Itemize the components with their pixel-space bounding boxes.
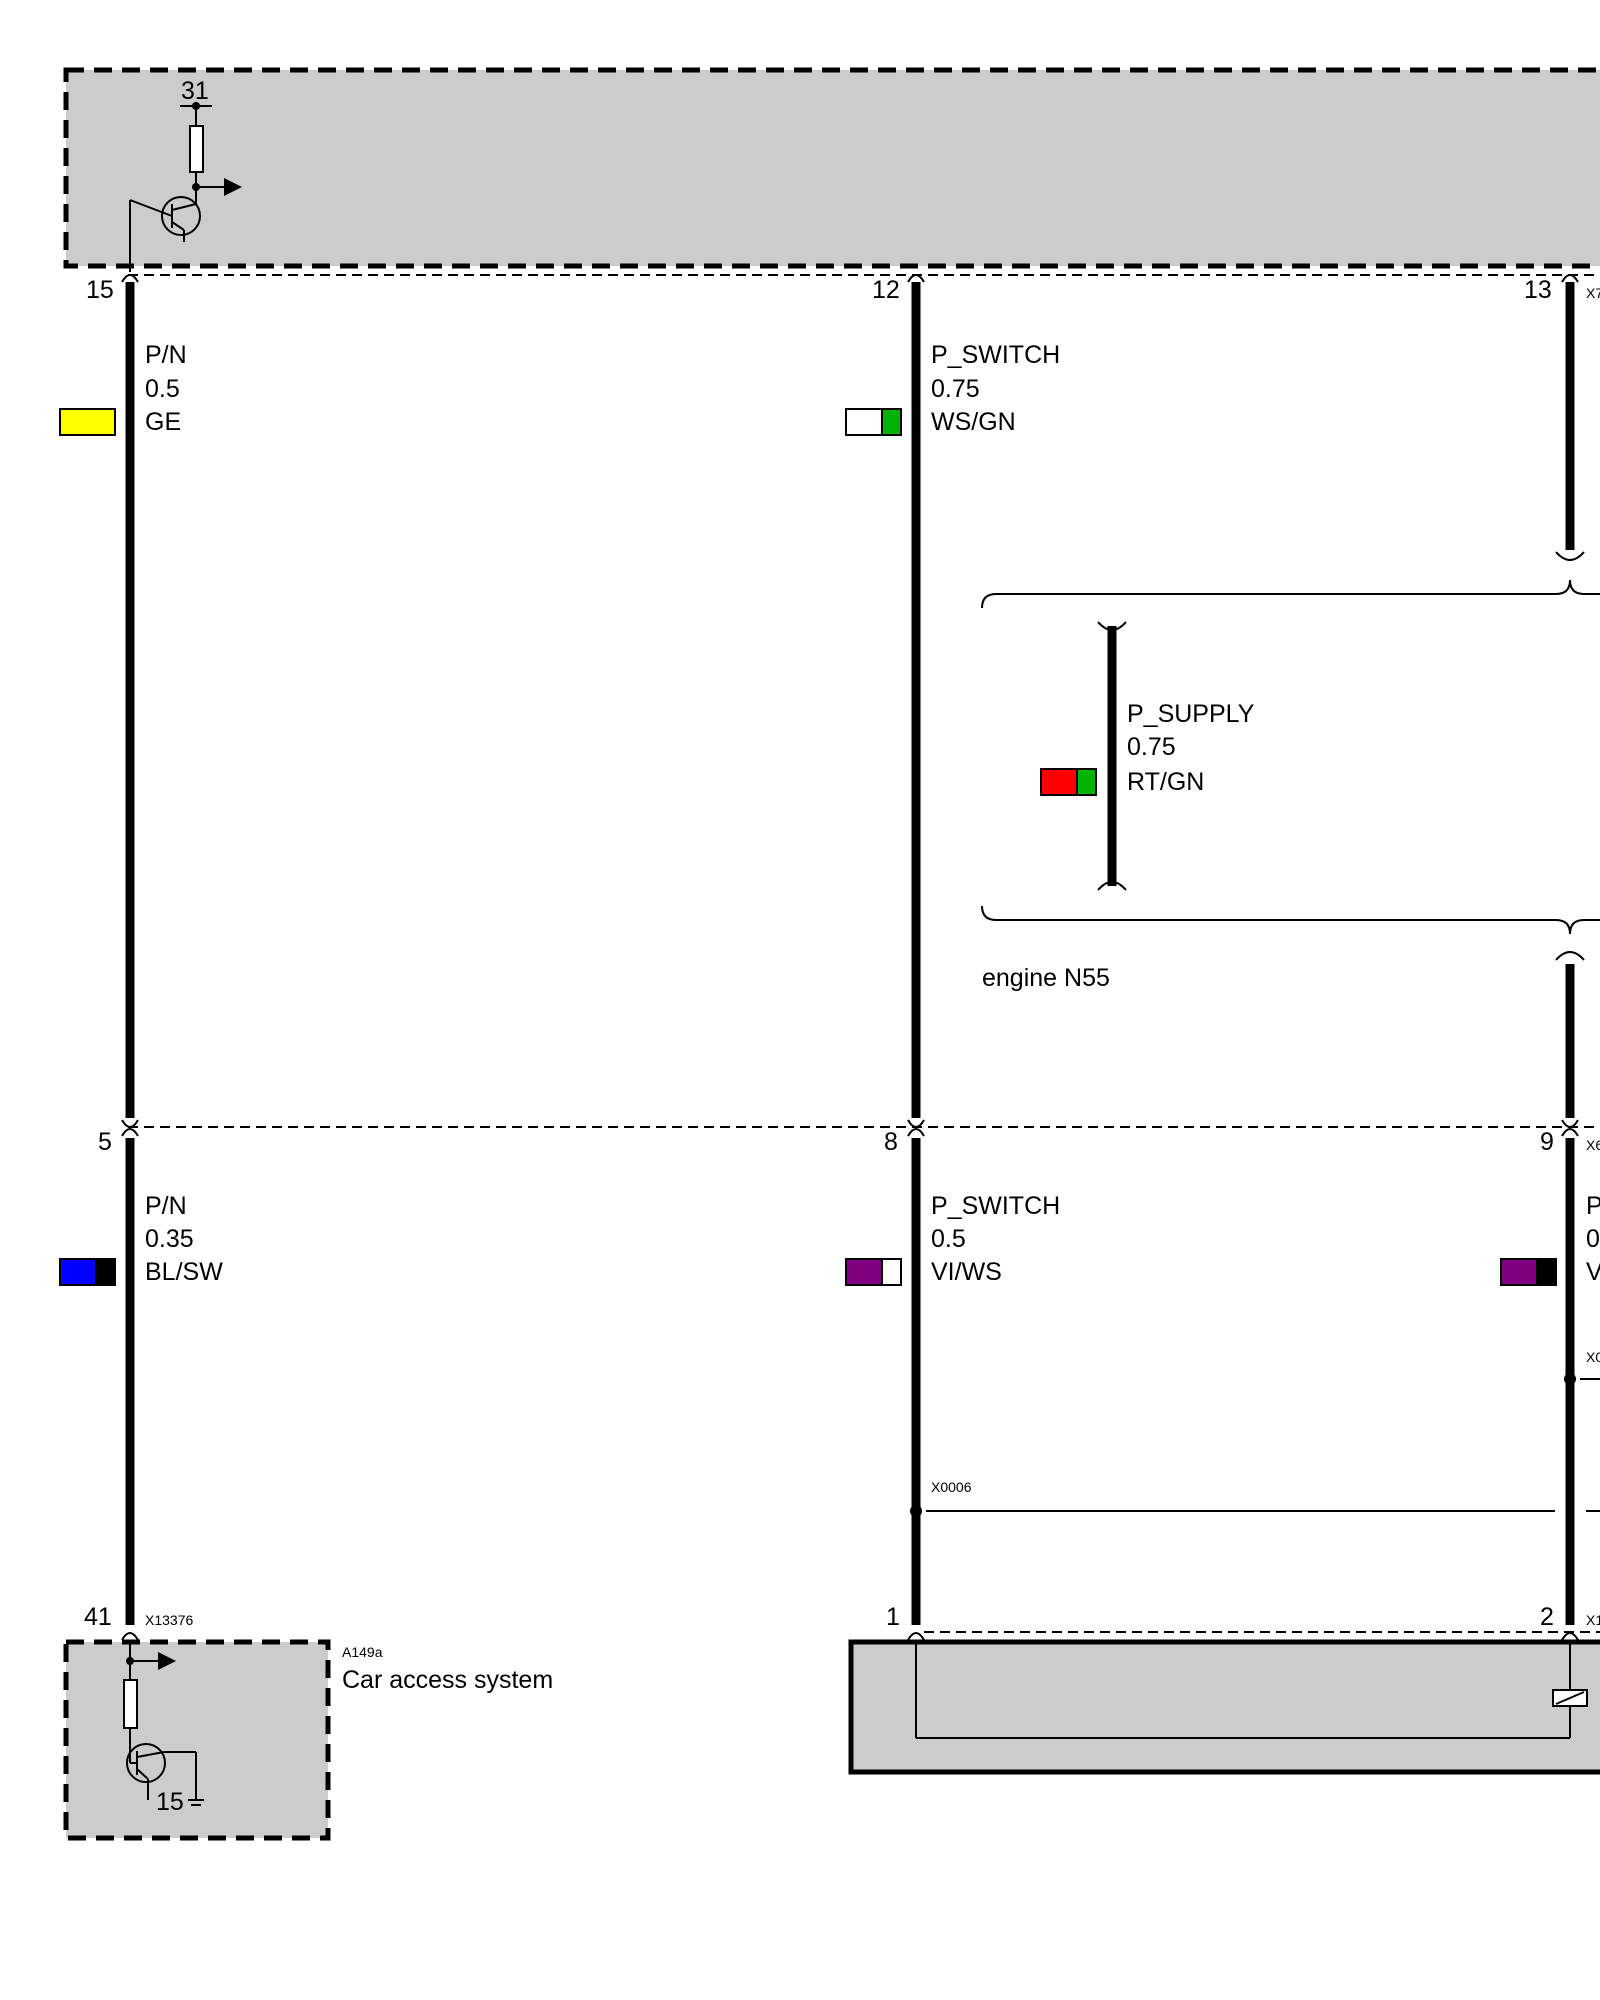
car-access-transistor-symbol (123, 1642, 204, 1806)
splice-right[interactable]: X0 (1564, 1349, 1600, 1512)
middle-connector-x6: X6 (1586, 1137, 1600, 1153)
wire-color-swatch (845, 408, 902, 436)
wire-size-label: 0.35 (145, 1225, 194, 1253)
splice-right-label: X0 (1586, 1349, 1600, 1365)
top-pin-12: 12 (872, 276, 900, 304)
car-access-module: 41 X13376 A149a Car access system 15 (63, 1603, 553, 1841)
bottom-pin-arcs (121, 1632, 1579, 1641)
splice-left-label: X0006 (931, 1479, 972, 1495)
color-code-label: RT/GN (1127, 768, 1204, 796)
wire-color-swatch (59, 1258, 116, 1286)
car-access-pin-41: 41 (84, 1603, 112, 1631)
bottom-module-box (848, 1639, 1600, 1775)
color-code-label: WS/GN (931, 408, 1016, 436)
car-access-internal-pin: 15 (156, 1788, 184, 1816)
top-module-pin-31: 31 (181, 77, 209, 105)
signal-label: P (1586, 1192, 1600, 1220)
signal-label: P/N (145, 1192, 187, 1220)
wire-label-upper-middle: P_SWITCH 0.75 WS/GN (845, 341, 1060, 436)
top-module-box (63, 67, 1600, 269)
bottom-connector-x1: X1 (1586, 1612, 1600, 1628)
car-access-component-name: Car access system (342, 1666, 553, 1694)
bottom-module-internal-circuit (915, 1642, 1588, 1739)
wire-color-swatch (1040, 768, 1097, 796)
wire-size-label: 0.5 (145, 375, 180, 403)
color-code-label: BL/SW (145, 1258, 223, 1286)
top-module: 31 (63, 67, 1600, 272)
wire-size-label: 0 (1586, 1225, 1600, 1253)
wire-color-swatch (845, 1258, 902, 1286)
wire-label-upper-left: P/N 0.5 GE (59, 341, 187, 436)
option-block: P_SUPPLY 0.75 RT/GN engine N55 (981, 579, 1600, 992)
color-code-label: V (1586, 1258, 1600, 1286)
signal-label: P/N (145, 341, 187, 369)
option-brace-top (981, 579, 1600, 609)
wire-label-lower-right: P 0 V (1500, 1192, 1600, 1286)
car-access-box (63, 1639, 331, 1841)
top-pin-arcs (121, 274, 1579, 283)
middle-pin-arcs (121, 1119, 1579, 1137)
middle-pin-5: 5 (98, 1128, 112, 1156)
car-access-connector: X13376 (145, 1612, 193, 1628)
middle-pin-8: 8 (884, 1128, 898, 1156)
wire-color-swatch (1500, 1258, 1557, 1286)
color-code-label: VI/WS (931, 1258, 1002, 1286)
right-wire-breaks (1555, 551, 1585, 961)
option-brace-bottom (981, 905, 1600, 935)
top-pin-15: 15 (86, 276, 114, 304)
signal-label: P_SWITCH (931, 341, 1060, 369)
p-supply-break-bottom (1097, 881, 1127, 891)
wire-label-lower-left: P/N 0.35 BL/SW (59, 1192, 223, 1286)
option-caption: engine N55 (982, 964, 1110, 992)
car-access-component-id: A149a (342, 1644, 383, 1660)
splice-left[interactable]: X0006 (910, 1479, 1555, 1517)
wire-color-swatch (59, 408, 116, 436)
wire-size-label: 0.75 (931, 375, 980, 403)
top-connector-x7: X7 (1586, 285, 1600, 301)
wire-size-label: 0.75 (1127, 733, 1176, 761)
color-code-label: GE (145, 408, 181, 436)
signal-label: P_SWITCH (931, 1192, 1060, 1220)
top-module-transistor-symbol (129, 102, 242, 272)
wire-label-lower-middle: P_SWITCH 0.5 VI/WS (845, 1192, 1060, 1286)
bottom-pin-2: 2 (1540, 1603, 1554, 1631)
middle-pin-9: 9 (1540, 1128, 1554, 1156)
bottom-module: 1 2 X1 (848, 1603, 1600, 1775)
top-pin-13: 13 (1524, 276, 1552, 304)
p-supply-break-top (1097, 621, 1127, 631)
wire-size-label: 0.5 (931, 1225, 966, 1253)
bottom-pin-1: 1 (886, 1603, 900, 1631)
signal-label: P_SUPPLY (1127, 700, 1255, 728)
